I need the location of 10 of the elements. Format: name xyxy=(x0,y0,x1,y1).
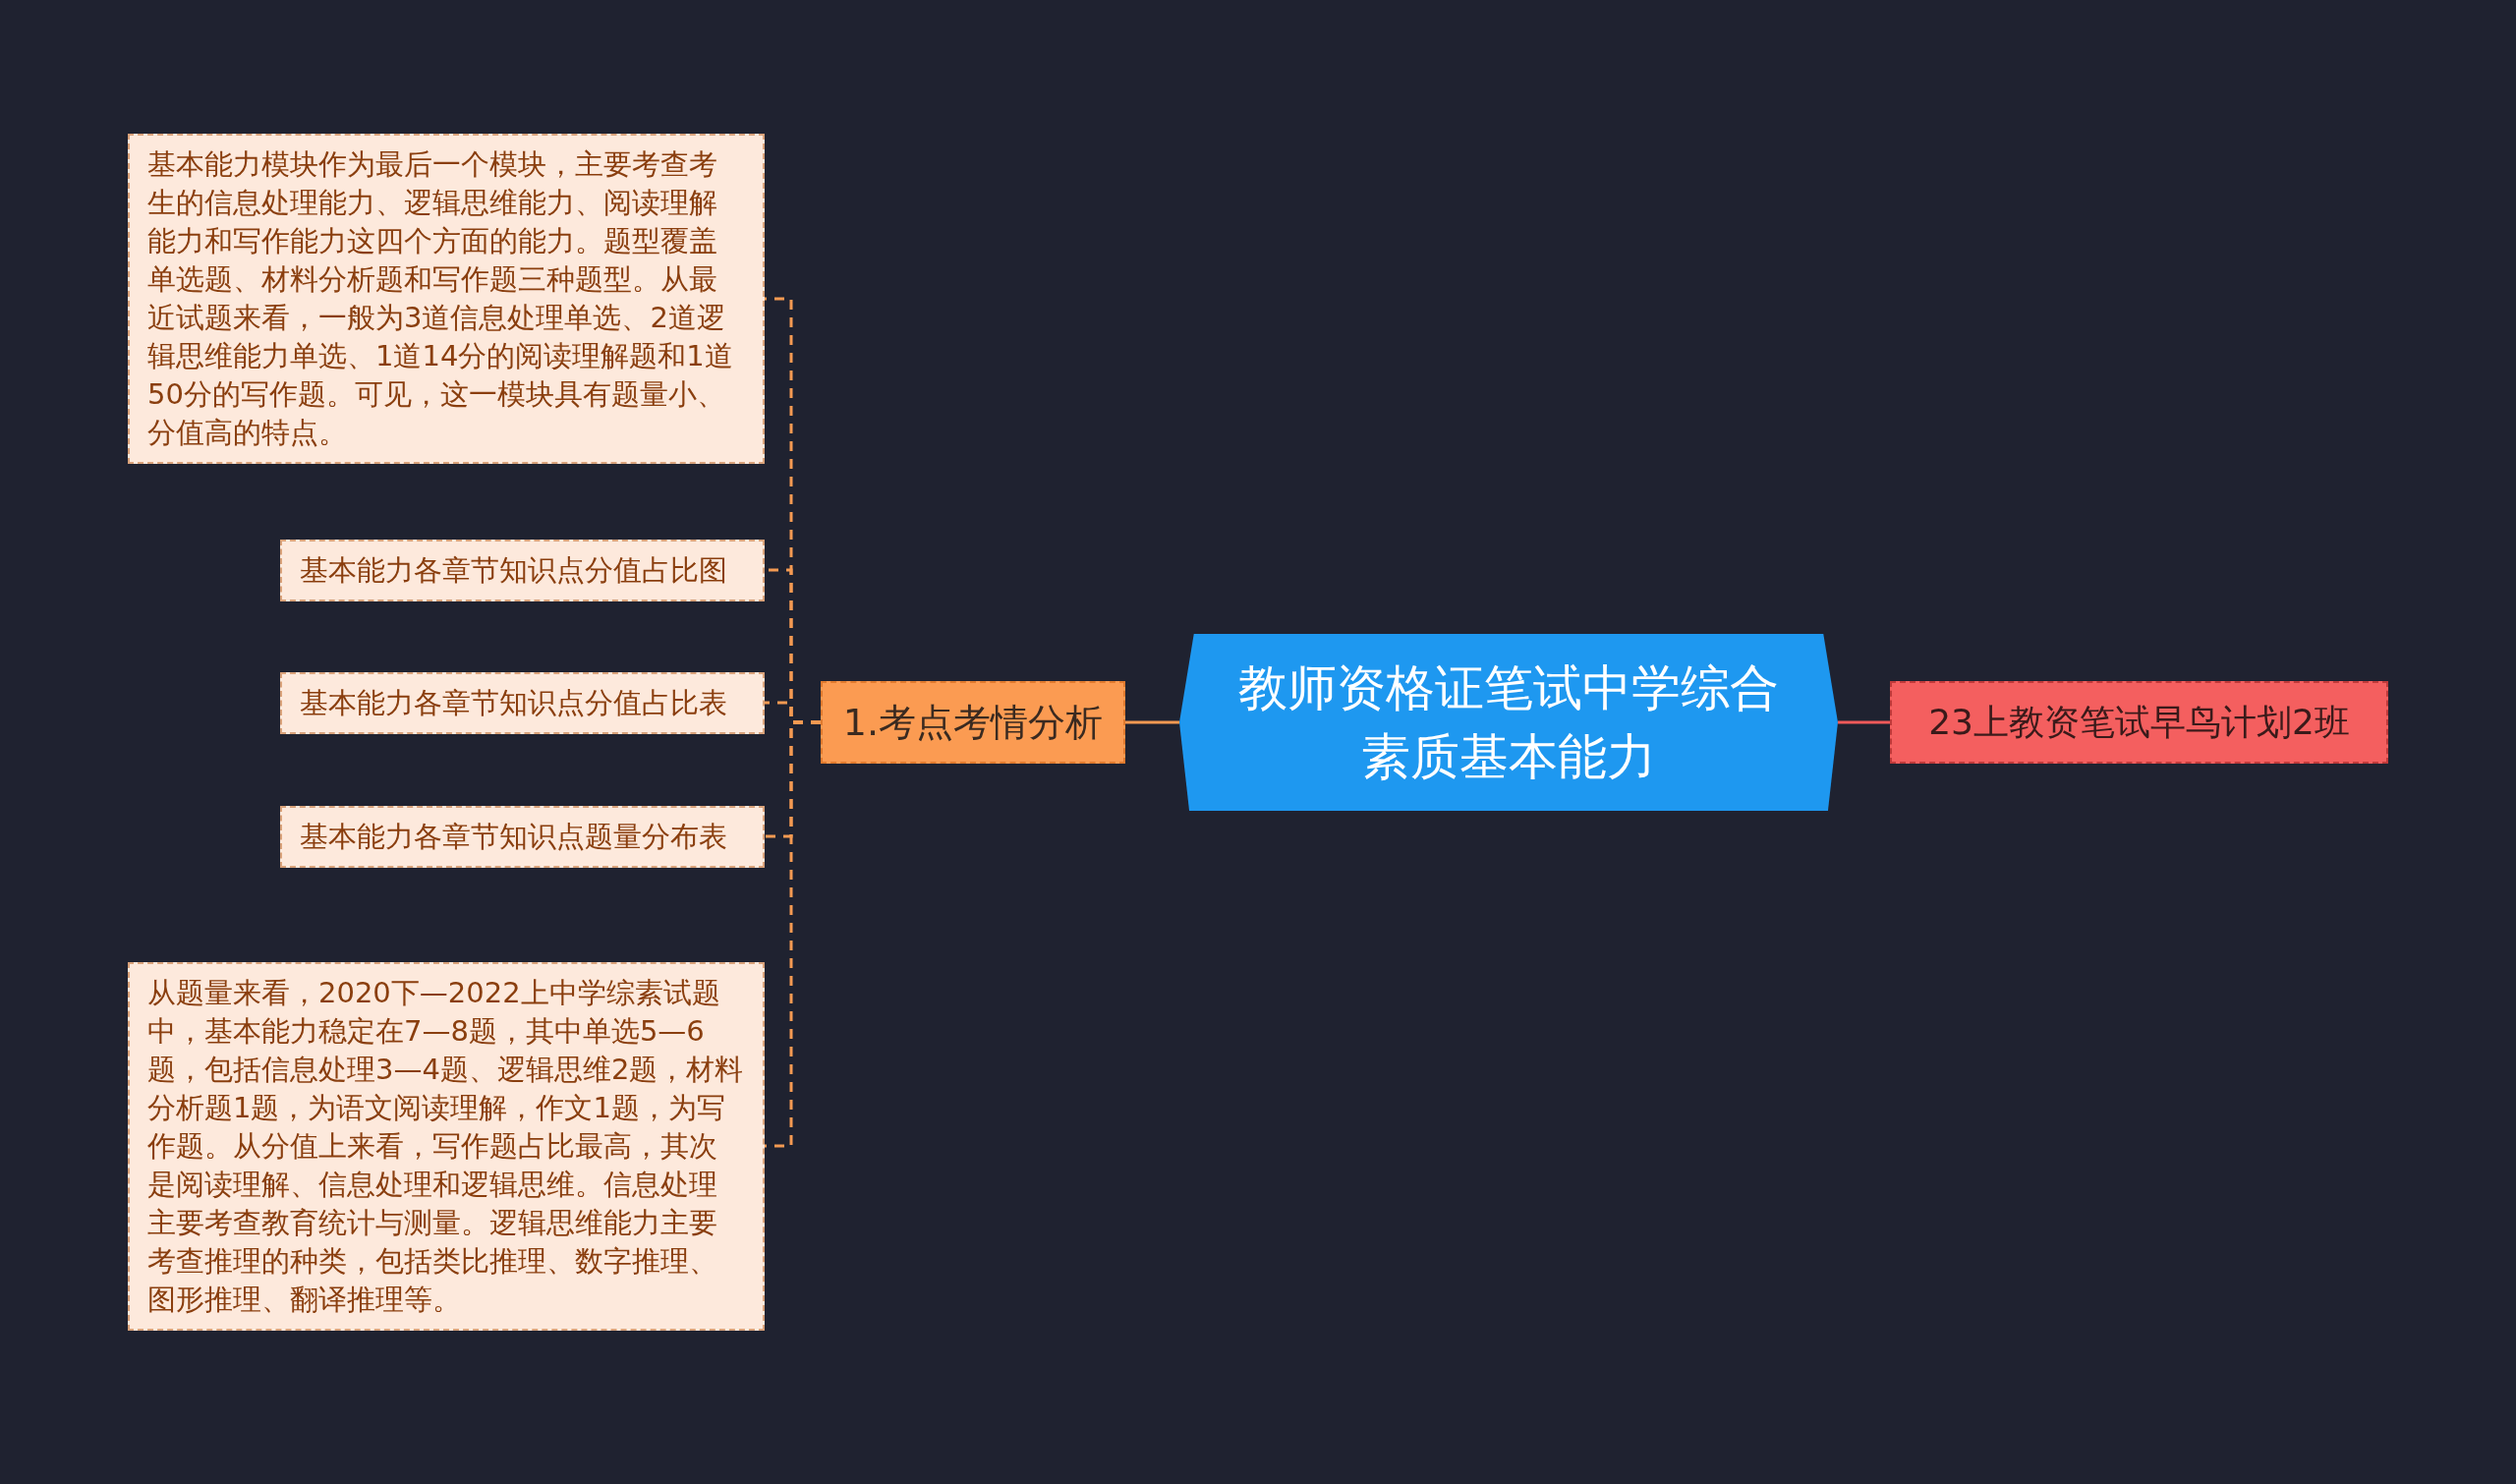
side-topic: 23上教资笔试早鸟计划2班 xyxy=(1890,681,2388,764)
leaf-topic: 基本能力各章节知识点分值占比表 xyxy=(280,671,765,734)
leaf-topic: 基本能力模块作为最后一个模块，主要考查考生的信息处理能力、逻辑思维能力、阅读理解能力和写作能力这四个方面的能力。题型覆盖单选题、材料分析题和写作题三种题型。从最近试题来看，一般为3道信息处理单选、2道逻辑思维能力单选、1道14分的阅读理解题和1道50分的写作题。可见，这一模块具有题量小、分值高的特点。 xyxy=(128,134,765,464)
leaf-topic: 基本能力各章节知识点题量分布表 xyxy=(280,805,765,868)
branch-topic: 1.考点考情分析 xyxy=(821,681,1125,764)
connector-line xyxy=(1125,720,1179,724)
leaf-topic: 从题量来看，2020下—2022上中学综素试题中，基本能力稳定在7—8题，其中单选5—6题，包括信息处理3—4题、逻辑思维2题，材料分析题1题，为语文阅读理解，作文1题，为写作题。从分值上来看，写作题占比最高，其次是阅读理解、信息处理和逻辑思维。信息处理主要考查教育统计与测量。逻辑思维能力主要考查推理的种类，包括类比推理、数字推理、图形推理、翻译推理等。 xyxy=(128,961,765,1331)
connector-line xyxy=(1838,720,1890,724)
leaf-topic: 基本能力各章节知识点分值占比图 xyxy=(280,539,765,601)
root-topic: 教师资格证笔试中学综合素质基本能力 xyxy=(1179,634,1838,811)
